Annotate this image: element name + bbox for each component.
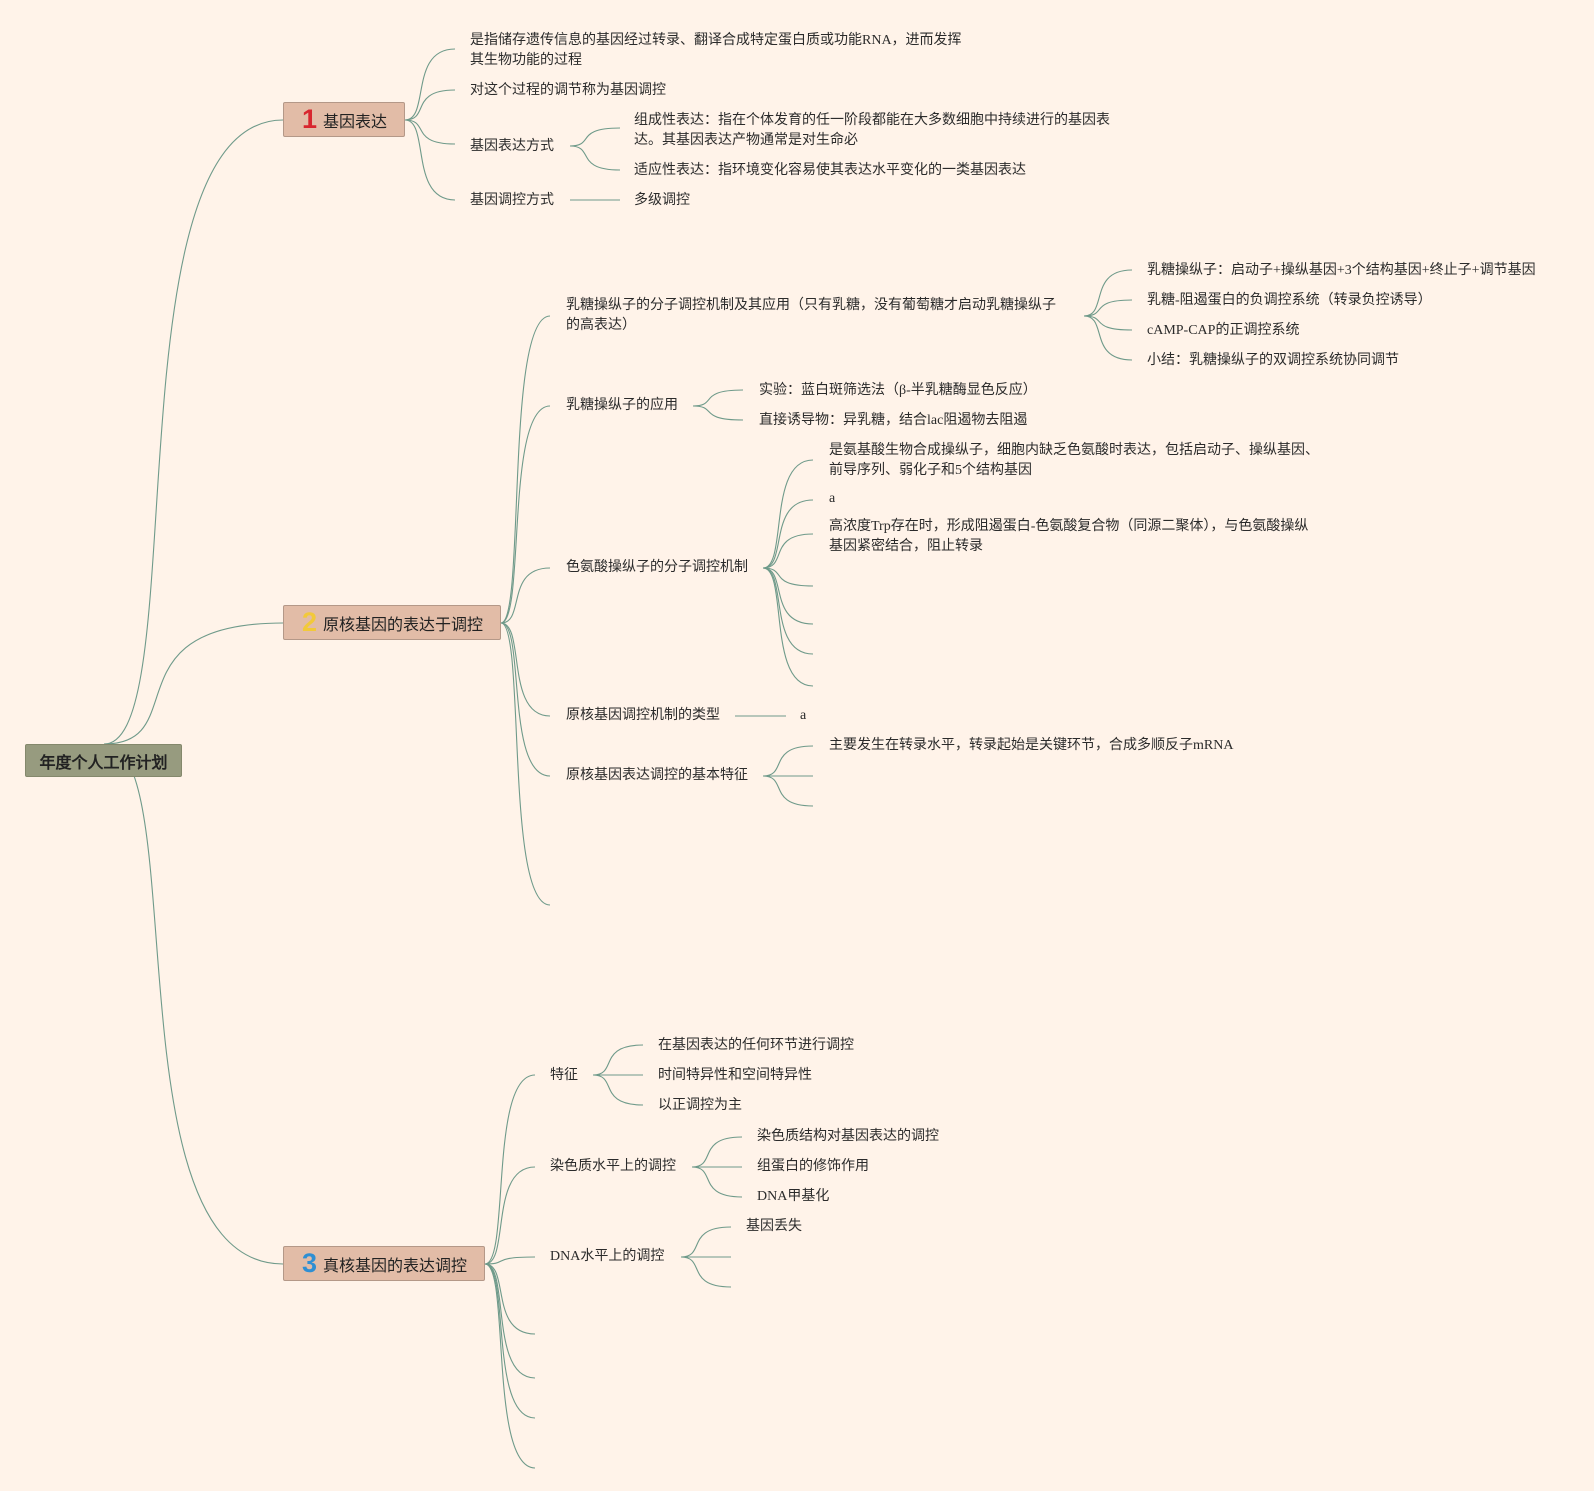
node-positive-main[interactable]: 以正调控为主 xyxy=(658,1098,742,1113)
node-lac-positive[interactable]: cAMP-CAP的正调控系统 xyxy=(1147,323,1300,338)
connector xyxy=(762,567,814,587)
node-inducer[interactable]: 直接诱导物：异乳糖，结合lac阻遏物去阻遏 xyxy=(759,413,1028,428)
topic-label: 真核基因的表达调控 xyxy=(323,1257,468,1275)
connector xyxy=(484,1263,536,1469)
connector xyxy=(762,567,814,687)
connector xyxy=(569,127,621,147)
connector xyxy=(404,119,456,201)
connector xyxy=(500,622,551,717)
connector xyxy=(762,745,814,777)
node-adaptive[interactable]: 适应性表达：指环境变化容易使其表达水平变化的一类基因表达 xyxy=(634,163,1026,178)
topic-label: 原核基因的表达于调控 xyxy=(323,616,484,634)
node-features[interactable]: 特征 xyxy=(550,1068,578,1083)
topic-gene-expression[interactable]: 1 基因表达 xyxy=(283,102,405,137)
number-1-icon: 1 xyxy=(302,104,318,134)
node-multilevel[interactable]: 多级调控 xyxy=(634,193,690,208)
node-trp-a[interactable]: a xyxy=(829,491,836,506)
connector xyxy=(484,1263,536,1419)
connector xyxy=(404,89,456,121)
connector xyxy=(484,1263,536,1379)
node-trp-definition[interactable]: 是氨基酸生物合成操纵子，细胞内缺乏色氨酸时表达，包括启动子、操纵基因、 前导序列… xyxy=(829,443,1319,478)
connector xyxy=(692,405,744,421)
node-transcription-level[interactable]: 主要发生在转录水平，转录起始是关键环节，合成多顺反子mRNA xyxy=(829,738,1234,753)
number-3-icon: 3 xyxy=(302,1248,318,1278)
connector xyxy=(569,145,621,171)
connector xyxy=(691,1166,743,1198)
node-expression-mode[interactable]: 基因表达方式 xyxy=(470,139,554,154)
node-regulation[interactable]: 对这个过程的调节称为基因调控 xyxy=(470,83,666,98)
connector xyxy=(680,1226,732,1258)
connector xyxy=(103,119,284,745)
connector xyxy=(484,1263,536,1335)
connector xyxy=(1083,315,1133,331)
connector xyxy=(500,315,551,624)
node-lac-operon[interactable]: 乳糖操纵子的分子调控机制及其应用（只有乳糖，没有葡萄糖才启动乳糖操纵子 的高表达… xyxy=(566,298,1056,333)
connector xyxy=(484,1074,536,1265)
connector xyxy=(762,459,814,569)
connector xyxy=(103,622,284,745)
connector xyxy=(484,1166,536,1265)
node-lac-structure[interactable]: 乳糖操纵子：启动子+操纵基因+3个结构基因+终止子+调节基因 xyxy=(1147,263,1536,278)
topic-eukaryotic-regulation[interactable]: 3 真核基因的表达调控 xyxy=(283,1246,485,1281)
node-constitutive[interactable]: 组成性表达：指在个体发育的任一阶段都能在大多数细胞中持续进行的基因表 达。其基因… xyxy=(634,113,1110,148)
node-chromatin-structure[interactable]: 染色质结构对基因表达的调控 xyxy=(757,1129,939,1144)
root-node[interactable]: 年度个人工作计划 xyxy=(25,744,182,777)
node-regulation-types[interactable]: 原核基因调控机制的类型 xyxy=(566,708,720,723)
topic-prokaryotic-regulation[interactable]: 2 原核基因的表达于调控 xyxy=(283,605,501,640)
connector xyxy=(762,567,814,655)
node-trp-high[interactable]: 高浓度Trp存在时，形成阻遏蛋白-色氨酸复合物（同源二聚体），与色氨酸操纵 基因… xyxy=(829,519,1309,554)
node-regulation-mode[interactable]: 基因调控方式 xyxy=(470,193,554,208)
node-lac-application[interactable]: 乳糖操纵子的应用 xyxy=(566,398,678,413)
node-types-a[interactable]: a xyxy=(800,708,807,723)
connector xyxy=(500,567,551,624)
connector xyxy=(1083,315,1133,361)
connector xyxy=(692,389,744,407)
topic-label: 基因表达 xyxy=(323,113,388,131)
node-trp-operon[interactable]: 色氨酸操纵子的分子调控机制 xyxy=(566,560,748,575)
node-methylation[interactable]: DNA甲基化 xyxy=(757,1189,830,1204)
node-gene-loss[interactable]: 基因丢失 xyxy=(746,1219,802,1234)
connector xyxy=(484,1256,536,1265)
node-lac-summary[interactable]: 小结：乳糖操纵子的双调控系统协同调节 xyxy=(1147,353,1399,368)
connector xyxy=(500,405,551,624)
connector xyxy=(680,1256,732,1288)
connector xyxy=(762,567,814,625)
connector xyxy=(762,499,814,569)
node-lac-negative[interactable]: 乳糖-阻遏蛋白的负调控系统（转录负控诱导） xyxy=(1147,293,1432,308)
connector xyxy=(762,775,814,807)
connector xyxy=(1083,299,1133,317)
connector xyxy=(1083,269,1133,317)
node-histone[interactable]: 组蛋白的修饰作用 xyxy=(757,1159,869,1174)
connector xyxy=(691,1136,743,1168)
node-blue-white[interactable]: 实验：蓝白斑筛选法（β-半乳糖酶显色反应） xyxy=(759,383,1037,398)
node-any-step[interactable]: 在基因表达的任何环节进行调控 xyxy=(658,1038,854,1053)
connector xyxy=(762,533,814,569)
node-basic-features[interactable]: 原核基因表达调控的基本特征 xyxy=(566,768,748,783)
connector xyxy=(500,622,551,906)
node-definition[interactable]: 是指储存遗传信息的基因经过转录、翻译合成特定蛋白质或功能RNA，进而发挥 其生物… xyxy=(470,33,962,68)
connector xyxy=(592,1044,644,1076)
node-dna-level[interactable]: DNA水平上的调控 xyxy=(550,1249,665,1264)
connector xyxy=(103,743,284,1265)
connector xyxy=(592,1074,644,1106)
number-2-icon: 2 xyxy=(302,607,318,637)
connector xyxy=(404,119,456,145)
node-specificity[interactable]: 时间特异性和空间特异性 xyxy=(658,1068,812,1083)
node-chromatin[interactable]: 染色质水平上的调控 xyxy=(550,1159,676,1174)
connector xyxy=(404,48,456,121)
connector xyxy=(500,622,551,777)
